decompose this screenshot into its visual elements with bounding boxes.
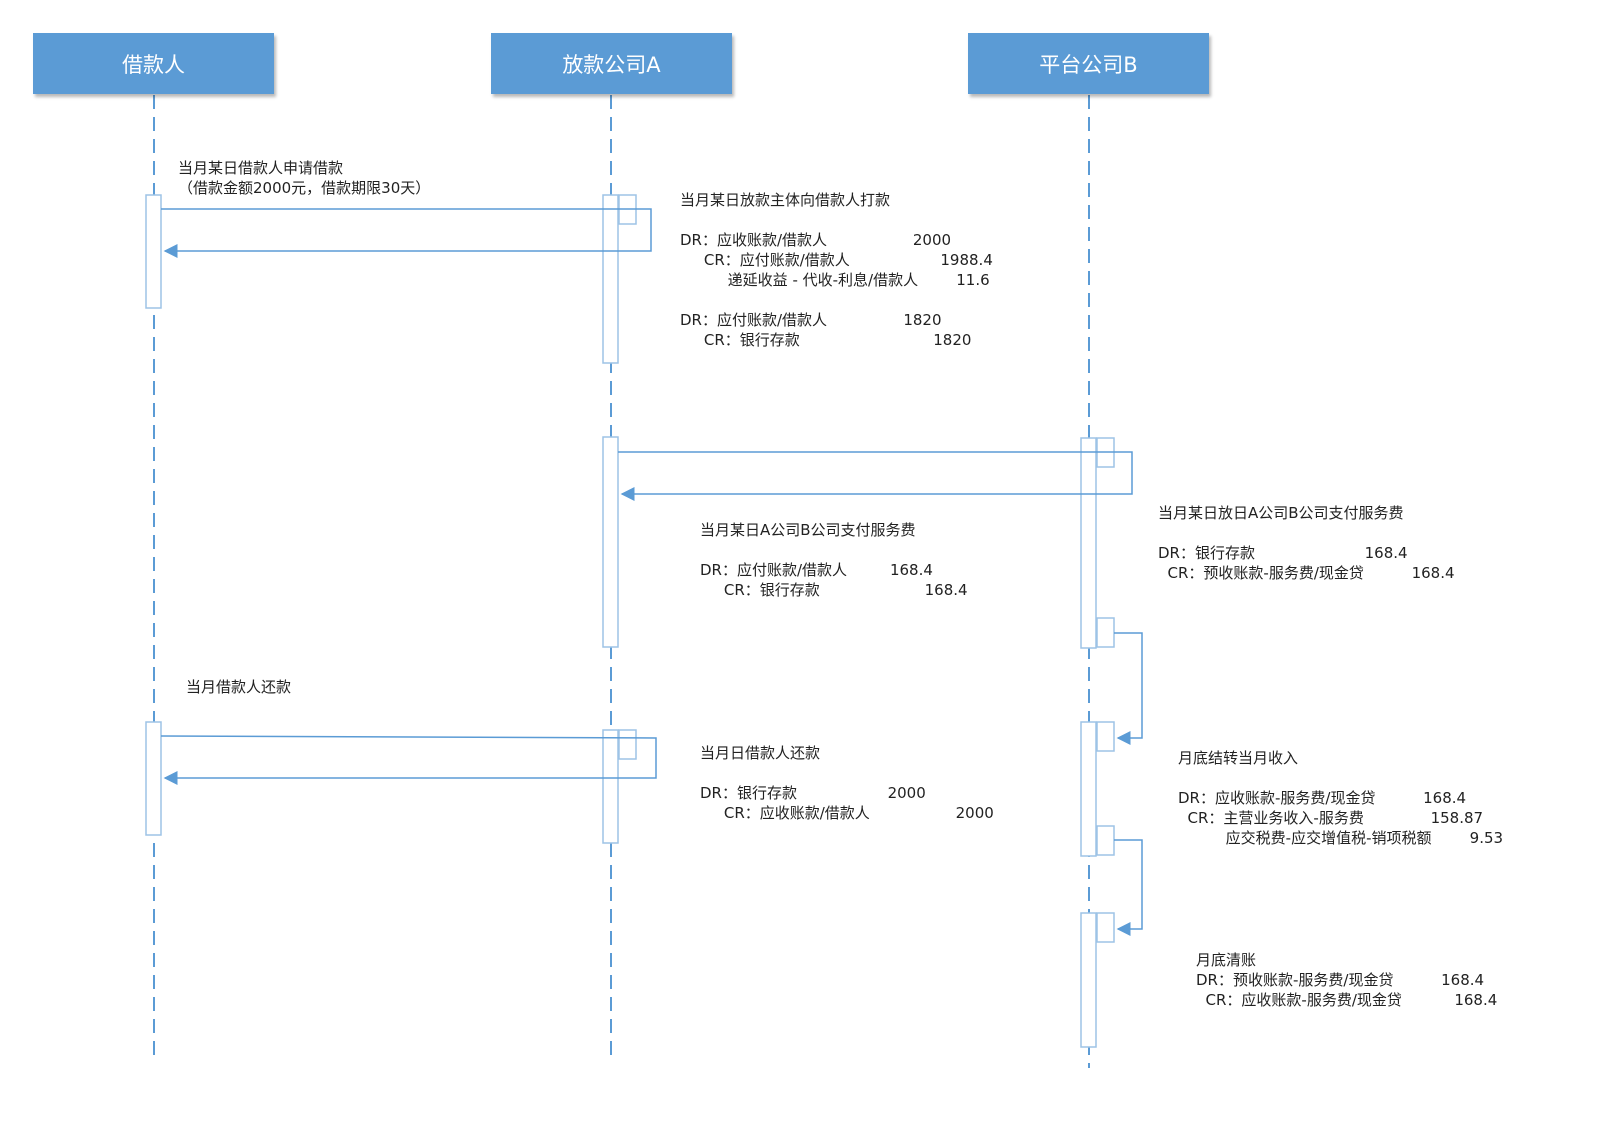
message-month-end-clear	[1114, 839, 1143, 936]
activation-platform-2	[1080, 721, 1097, 857]
activation-lender-3	[602, 729, 619, 844]
actor-borrower: 借款人	[33, 33, 274, 94]
note-apply-loan: 当月某日借款人申请借款 （借款金额2000元，借款期限30天）	[178, 159, 431, 197]
note-repay-entries: 当月日借款人还款 DR：银行存款 2000 CR：应收账款/借款人 2000	[700, 744, 994, 822]
message-month-end-income	[1114, 632, 1143, 745]
note-month-end-income-entries: 月底结转当月收入 DR：应收账款-服务费/现金贷 168.4 CR：主营业务收入…	[1178, 749, 1504, 847]
activation-platform-1	[1080, 437, 1097, 649]
actor-lender-a: 放款公司A	[491, 33, 732, 94]
activation-borrower-1	[145, 194, 162, 309]
activation-lender-1	[602, 194, 619, 364]
activation-lender-3-nested	[618, 729, 637, 760]
note-month-end-clear-entries: 月底清账 DR：预收账款-服务费/现金贷 168.4 CR：应收账款-服务费/现…	[1196, 951, 1498, 1009]
activation-platform-3-nested	[1096, 912, 1115, 943]
sequence-diagram: 借款人 放款公司A 平台公司B 当月某日借款人申请借款 （借款金额2000元，借…	[33, 33, 1504, 1068]
diagram-connectors	[145, 95, 1143, 1068]
actor-platform-b: 平台公司B	[968, 33, 1209, 94]
activation-platform-1-nested-bottom	[1096, 617, 1115, 648]
message-repay	[160, 735, 657, 785]
note-disbursement-entries: 当月某日放款主体向借款人打款 DR：应收账款/借款人 2000 CR：应付账款/…	[680, 191, 993, 349]
note-b-receives-entries: 当月某日放日A公司B公司支付服务费 DR：银行存款 168.4 CR：预收账款-…	[1158, 504, 1455, 582]
activation-borrower-2	[145, 721, 162, 836]
note-a-pays-b-entries: 当月某日A公司B公司支付服务费 DR：应付账款/借款人 168.4 CR：银行存…	[700, 521, 968, 599]
activation-platform-3	[1080, 912, 1097, 1048]
activation-platform-2-nested-bottom	[1096, 825, 1115, 856]
activation-lender-2	[602, 436, 619, 648]
activation-platform-2-nested-top	[1096, 721, 1115, 752]
message-apply-loan	[161, 208, 652, 258]
message-service-fee	[618, 451, 1133, 501]
note-repay-label: 当月借款人还款	[186, 678, 292, 696]
